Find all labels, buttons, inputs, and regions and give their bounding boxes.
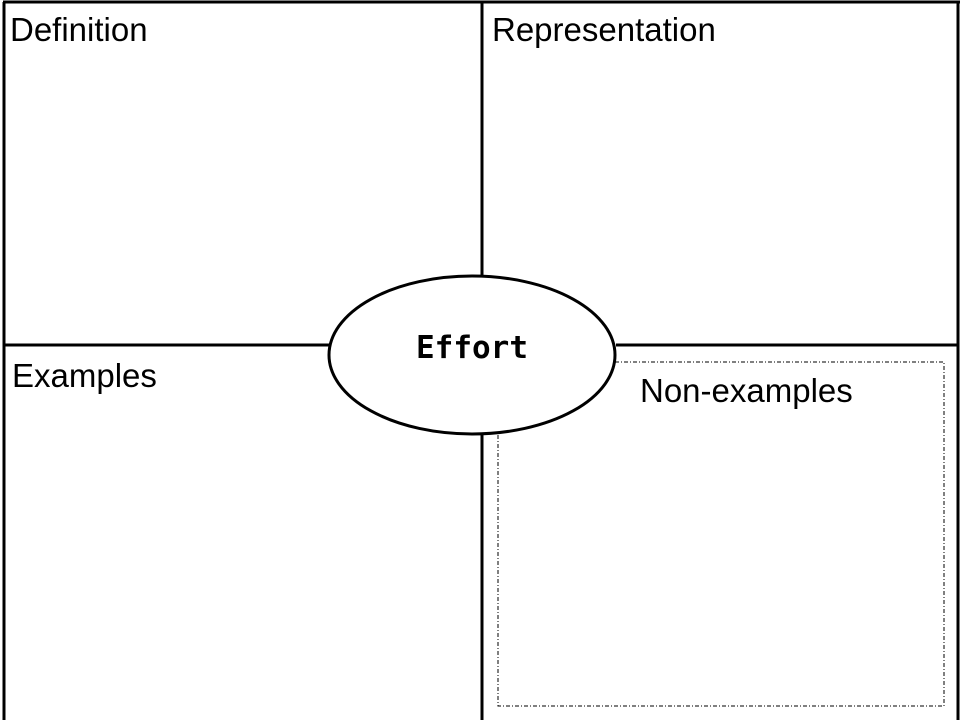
- representation-label: Representation: [492, 11, 716, 48]
- center-ellipse: [327, 274, 617, 436]
- nonexamples-dashed-box: [497, 361, 945, 707]
- definition-label: Definition: [10, 11, 148, 48]
- center-term: Effort: [416, 330, 528, 366]
- examples-label: Examples: [12, 357, 157, 394]
- nonexamples-label: Non-examples: [640, 372, 853, 409]
